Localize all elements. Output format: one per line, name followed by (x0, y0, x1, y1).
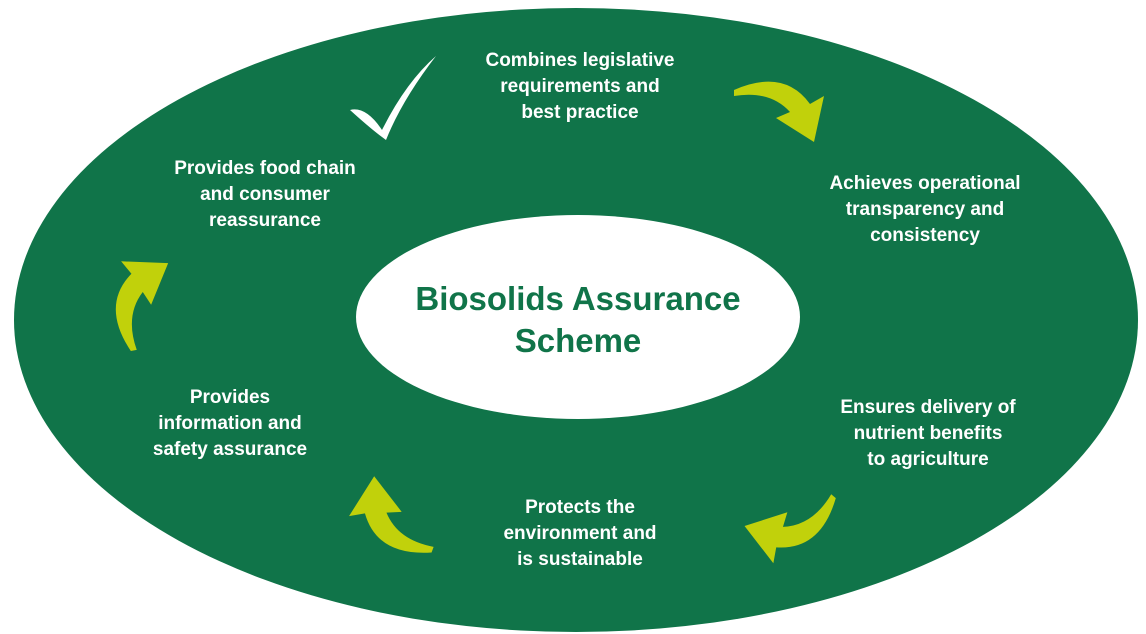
benefit-label-legislative: Combines legislative requirements and be… (485, 50, 675, 123)
benefit-label-reassurance: Provides food chain and consumer reassur… (174, 158, 356, 231)
scheme-title: Biosolids Assurance Scheme (415, 280, 741, 359)
inner-ellipse (356, 215, 800, 419)
benefit-label-environment: Protects the environment and is sustaina… (503, 497, 657, 570)
benefit-label-safety: Provides information and safety assuranc… (152, 387, 308, 460)
checkmark-icon (350, 56, 436, 140)
benefit-label-nutrient: Ensures delivery of nutrient benefits to… (840, 397, 1016, 470)
benefit-label-transparency: Achieves operational transparency and co… (829, 173, 1021, 246)
